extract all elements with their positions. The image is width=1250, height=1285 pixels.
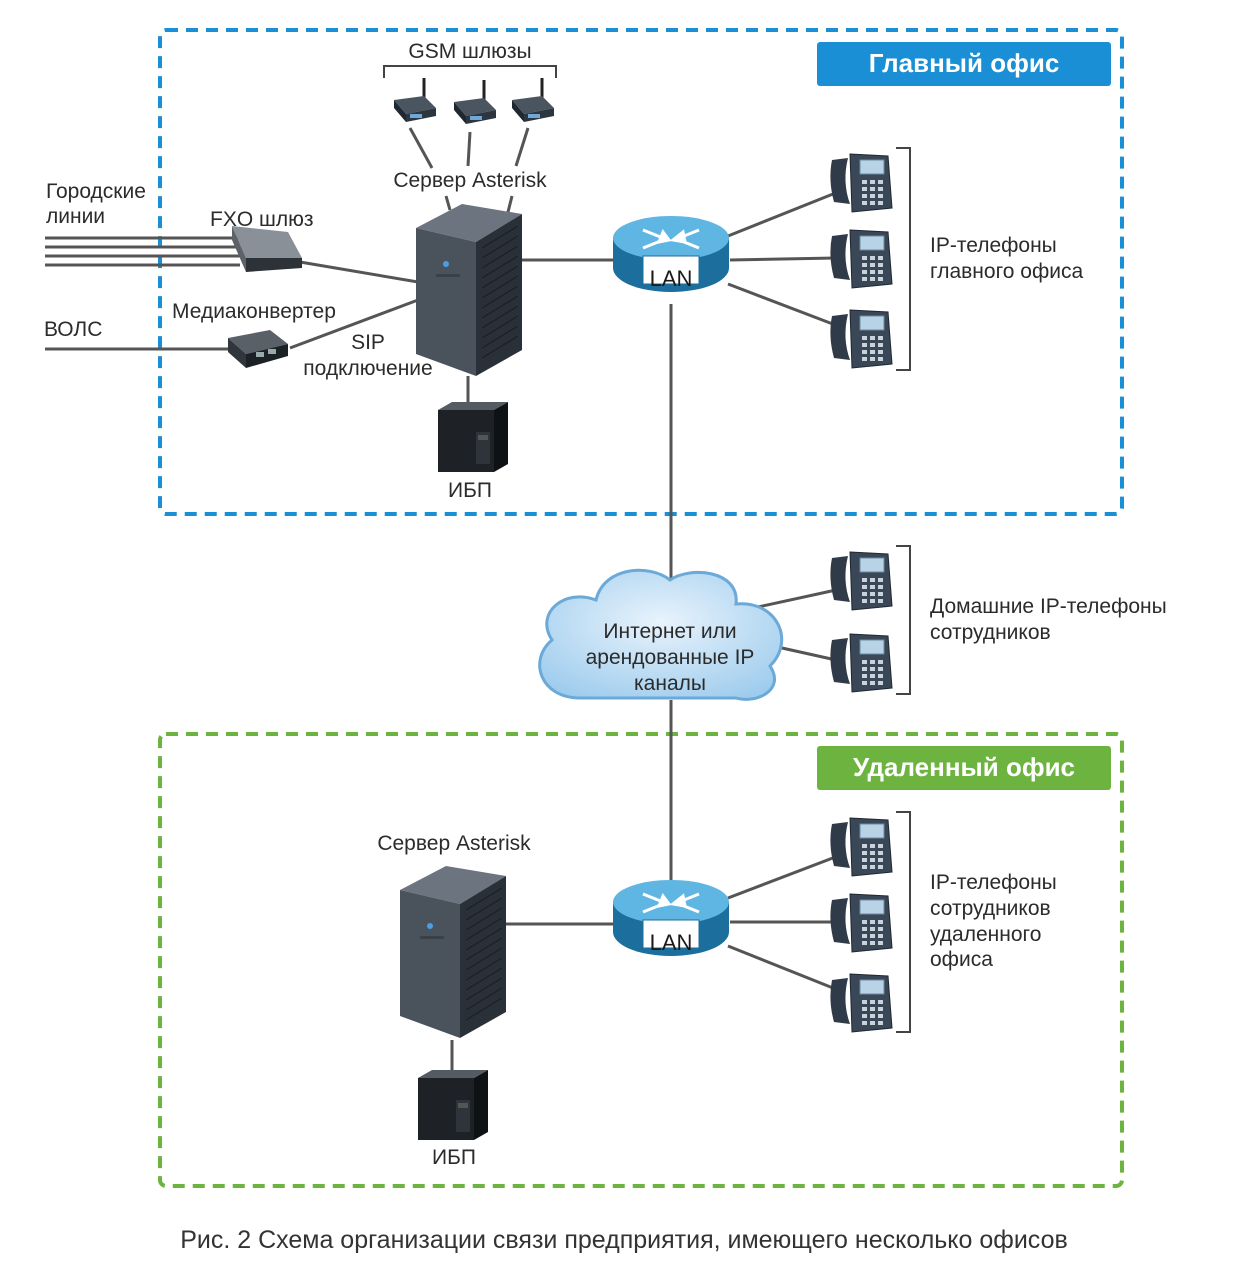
main-phones-label-2: главного офиса	[930, 260, 1083, 283]
main-server-icon	[415, 203, 523, 377]
ip-phone-icon	[829, 153, 893, 213]
city-lines-label-1: Городские	[46, 180, 146, 203]
internet-cloud-icon	[538, 568, 784, 701]
remote-phones-label-4: офиса	[930, 948, 993, 971]
sip-label-1: SIP	[351, 331, 385, 354]
remote-ip-phone-icon	[829, 817, 893, 877]
main-ups-label: ИБП	[448, 479, 492, 502]
remote-office-badge: Удаленный офис	[817, 746, 1111, 790]
remote-ip-phone-icon	[829, 893, 893, 953]
remote-phones-label-1: IP-телефоны	[930, 871, 1057, 894]
main-phones-label-1: IP-телефоны	[930, 234, 1057, 257]
main-office-wires	[45, 127, 839, 580]
gsm-gateway-icon	[392, 76, 438, 124]
main-office-title: Главный офис	[869, 48, 1060, 78]
remote-server-icon	[399, 865, 507, 1039]
fxo-gateway-label: FXO шлюз	[210, 208, 313, 231]
cloud-label-3: каналы	[634, 672, 706, 695]
remote-ip-phone-icon	[829, 973, 893, 1033]
remote-phones-label-3: удаленного	[930, 923, 1041, 946]
home-phones-label-1: Домашние IP-телефоны	[930, 595, 1167, 618]
sip-label-2: подключение	[303, 357, 432, 380]
cloud-label-2: арендованные IP	[586, 646, 755, 669]
ip-phone-icon	[829, 229, 893, 289]
home-phones-label-2: сотрудников	[930, 621, 1051, 644]
main-ups-icon	[438, 402, 508, 472]
remote-ups-icon	[418, 1070, 488, 1140]
remote-lan-label: LAN	[650, 930, 693, 955]
main-server-label: Сервер Asterisk	[393, 169, 547, 192]
ip-phone-icon	[829, 309, 893, 369]
media-converter-label: Медиаконвертер	[172, 300, 336, 323]
fxo-gateway-icon	[232, 226, 302, 272]
gsm-gateway-icon	[510, 76, 556, 124]
city-lines-label-2: линии	[46, 205, 105, 228]
fiber-label: ВОЛС	[44, 318, 102, 341]
main-lan-label: LAN	[650, 266, 693, 291]
figure-caption: Рис. 2 Схема организации связи предприят…	[180, 1226, 1068, 1254]
gsm-gateways-label: GSM шлюзы	[408, 40, 531, 63]
home-ip-phone-icon	[829, 551, 893, 611]
media-converter-icon	[228, 330, 288, 368]
remote-office-frame	[158, 732, 1124, 1188]
brackets	[383, 65, 911, 1033]
cloud-label-1: Интернет или	[603, 620, 736, 643]
main-office-badge: Главный офис	[817, 42, 1111, 86]
remote-ups-label: ИБП	[432, 1146, 476, 1169]
remote-office-wires	[450, 854, 839, 1072]
gsm-gateway-icon	[452, 78, 498, 126]
home-ip-phone-icon	[829, 633, 893, 693]
remote-server-label: Сервер Asterisk	[377, 832, 531, 855]
remote-office-title: Удаленный офис	[853, 752, 1075, 782]
remote-phones-label-2: сотрудников	[930, 897, 1051, 920]
